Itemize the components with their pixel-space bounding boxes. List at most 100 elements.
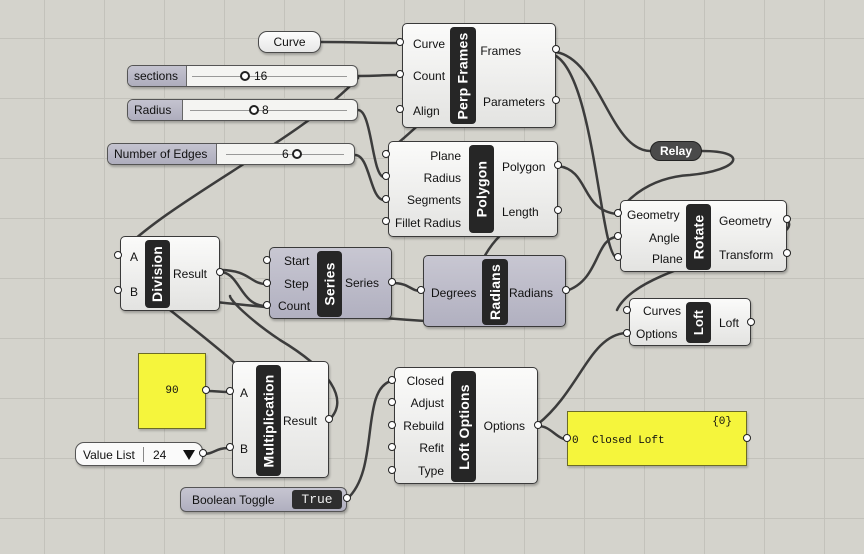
polygon-component[interactable]: Plane Radius Segments Fillet Radius Poly… [388, 141, 558, 237]
port[interactable] [263, 279, 271, 287]
port[interactable] [226, 387, 234, 395]
port[interactable] [382, 217, 390, 225]
dropdown-arrow-icon[interactable] [182, 449, 196, 461]
loft-options-component[interactable]: Closed Adjust Rebuild Refit Type Loft Op… [394, 367, 538, 484]
value-list[interactable]: Value List 24 [75, 442, 203, 466]
relay-node[interactable]: Relay [650, 141, 702, 161]
port[interactable] [216, 268, 224, 276]
port[interactable] [388, 278, 396, 286]
port[interactable] [534, 421, 542, 429]
port[interactable] [747, 318, 755, 326]
number-panel[interactable]: 90 [138, 353, 206, 429]
wire-curve-to-perpframes [319, 40, 401, 45]
output-length: Length [502, 205, 539, 219]
radius-slider[interactable]: Radius 8 [127, 99, 358, 121]
port[interactable] [382, 195, 390, 203]
value-list-label: Value List [83, 448, 135, 462]
port[interactable] [202, 386, 210, 394]
input-fillet-radius: Fillet Radius [394, 216, 461, 230]
port[interactable] [614, 232, 622, 240]
boolean-toggle[interactable]: Boolean Toggle True [180, 487, 347, 512]
port[interactable] [226, 443, 234, 451]
perp-frames-component[interactable]: Curve Count Align Perp Frames Frames Par… [402, 23, 556, 128]
panel-path: {0} [712, 416, 732, 428]
input-a: A [130, 250, 139, 264]
output-frames: Frames [480, 44, 521, 58]
port[interactable] [396, 70, 404, 78]
slider-knob[interactable] [292, 149, 302, 159]
series-component[interactable]: Start Step Count Series Series [269, 247, 392, 319]
curve-param[interactable]: Curve [258, 31, 321, 53]
output-transform: Transform [719, 248, 774, 262]
port[interactable] [396, 105, 404, 113]
sections-slider[interactable]: sections 16 [127, 65, 358, 87]
input-options: Options [636, 327, 678, 341]
port[interactable] [783, 215, 791, 223]
port[interactable] [562, 286, 570, 294]
input-closed: Closed [406, 374, 444, 388]
boolean-toggle-value[interactable]: True [292, 490, 342, 509]
port[interactable] [552, 45, 560, 53]
loft-options-title: Loft Options [451, 371, 476, 482]
port[interactable] [388, 443, 396, 451]
port[interactable] [563, 434, 571, 442]
polygon-title: Polygon [469, 145, 494, 233]
port[interactable] [382, 150, 390, 158]
port[interactable] [388, 421, 396, 429]
sections-slider-value: 16 [254, 69, 268, 83]
input-a: A [240, 386, 249, 400]
port[interactable] [325, 415, 333, 423]
input-align: Align [413, 104, 440, 118]
wire-radius-to-polygon-radius [356, 108, 386, 179]
port[interactable] [343, 494, 351, 502]
relay-label: Relay [659, 144, 693, 158]
series-title: Series [317, 251, 342, 317]
port[interactable] [623, 306, 631, 314]
slider-knob[interactable] [240, 71, 250, 81]
port[interactable] [388, 466, 396, 474]
division-component[interactable]: A B Division Result [120, 236, 220, 311]
port[interactable] [114, 251, 122, 259]
port[interactable] [396, 38, 404, 46]
edges-slider[interactable]: Number of Edges 6 [107, 143, 355, 165]
port[interactable] [554, 206, 562, 214]
radians-component[interactable]: Degrees Radians Radians [423, 255, 566, 327]
boolean-toggle-label: Boolean Toggle [192, 493, 275, 507]
port[interactable] [623, 329, 631, 337]
rotate-component[interactable]: Geometry Angle Plane Rotate Geometry Tra… [620, 200, 787, 272]
wire-division-to-series-count [218, 270, 268, 308]
sections-slider-label: sections [128, 66, 187, 86]
port[interactable] [417, 286, 425, 294]
input-rebuild: Rebuild [403, 419, 444, 433]
curve-param-label: Curve [273, 35, 306, 49]
port[interactable] [114, 286, 122, 294]
multiplication-component[interactable]: A B Multiplication Result [232, 361, 329, 478]
number-panel-value: 90 [165, 385, 179, 397]
port[interactable] [783, 249, 791, 257]
port[interactable] [199, 449, 207, 457]
port[interactable] [743, 434, 751, 442]
port[interactable] [614, 253, 622, 261]
port[interactable] [554, 161, 562, 169]
radius-slider-value: 8 [262, 103, 269, 117]
port[interactable] [614, 209, 622, 217]
output-geometry: Geometry [719, 214, 772, 228]
loft-component[interactable]: Curves Options Loft Loft [629, 298, 751, 346]
slider-knob[interactable] [249, 105, 259, 115]
port[interactable] [388, 398, 396, 406]
wire-edges-to-polygon-segments [353, 153, 386, 202]
port[interactable] [263, 256, 271, 264]
input-curve: Curve [413, 37, 446, 51]
input-refit: Refit [419, 441, 444, 455]
edges-slider-label: Number of Edges [108, 144, 217, 164]
panel-index: 0 [572, 435, 579, 447]
port[interactable] [263, 301, 271, 309]
input-b: B [240, 442, 249, 456]
input-plane: Plane [430, 149, 461, 163]
input-count: Count [413, 69, 446, 83]
port[interactable] [382, 172, 390, 180]
port[interactable] [388, 376, 396, 384]
input-step: Step [284, 277, 309, 291]
loft-output-panel[interactable]: {0} 0 Closed Loft [567, 411, 747, 466]
port[interactable] [552, 96, 560, 104]
